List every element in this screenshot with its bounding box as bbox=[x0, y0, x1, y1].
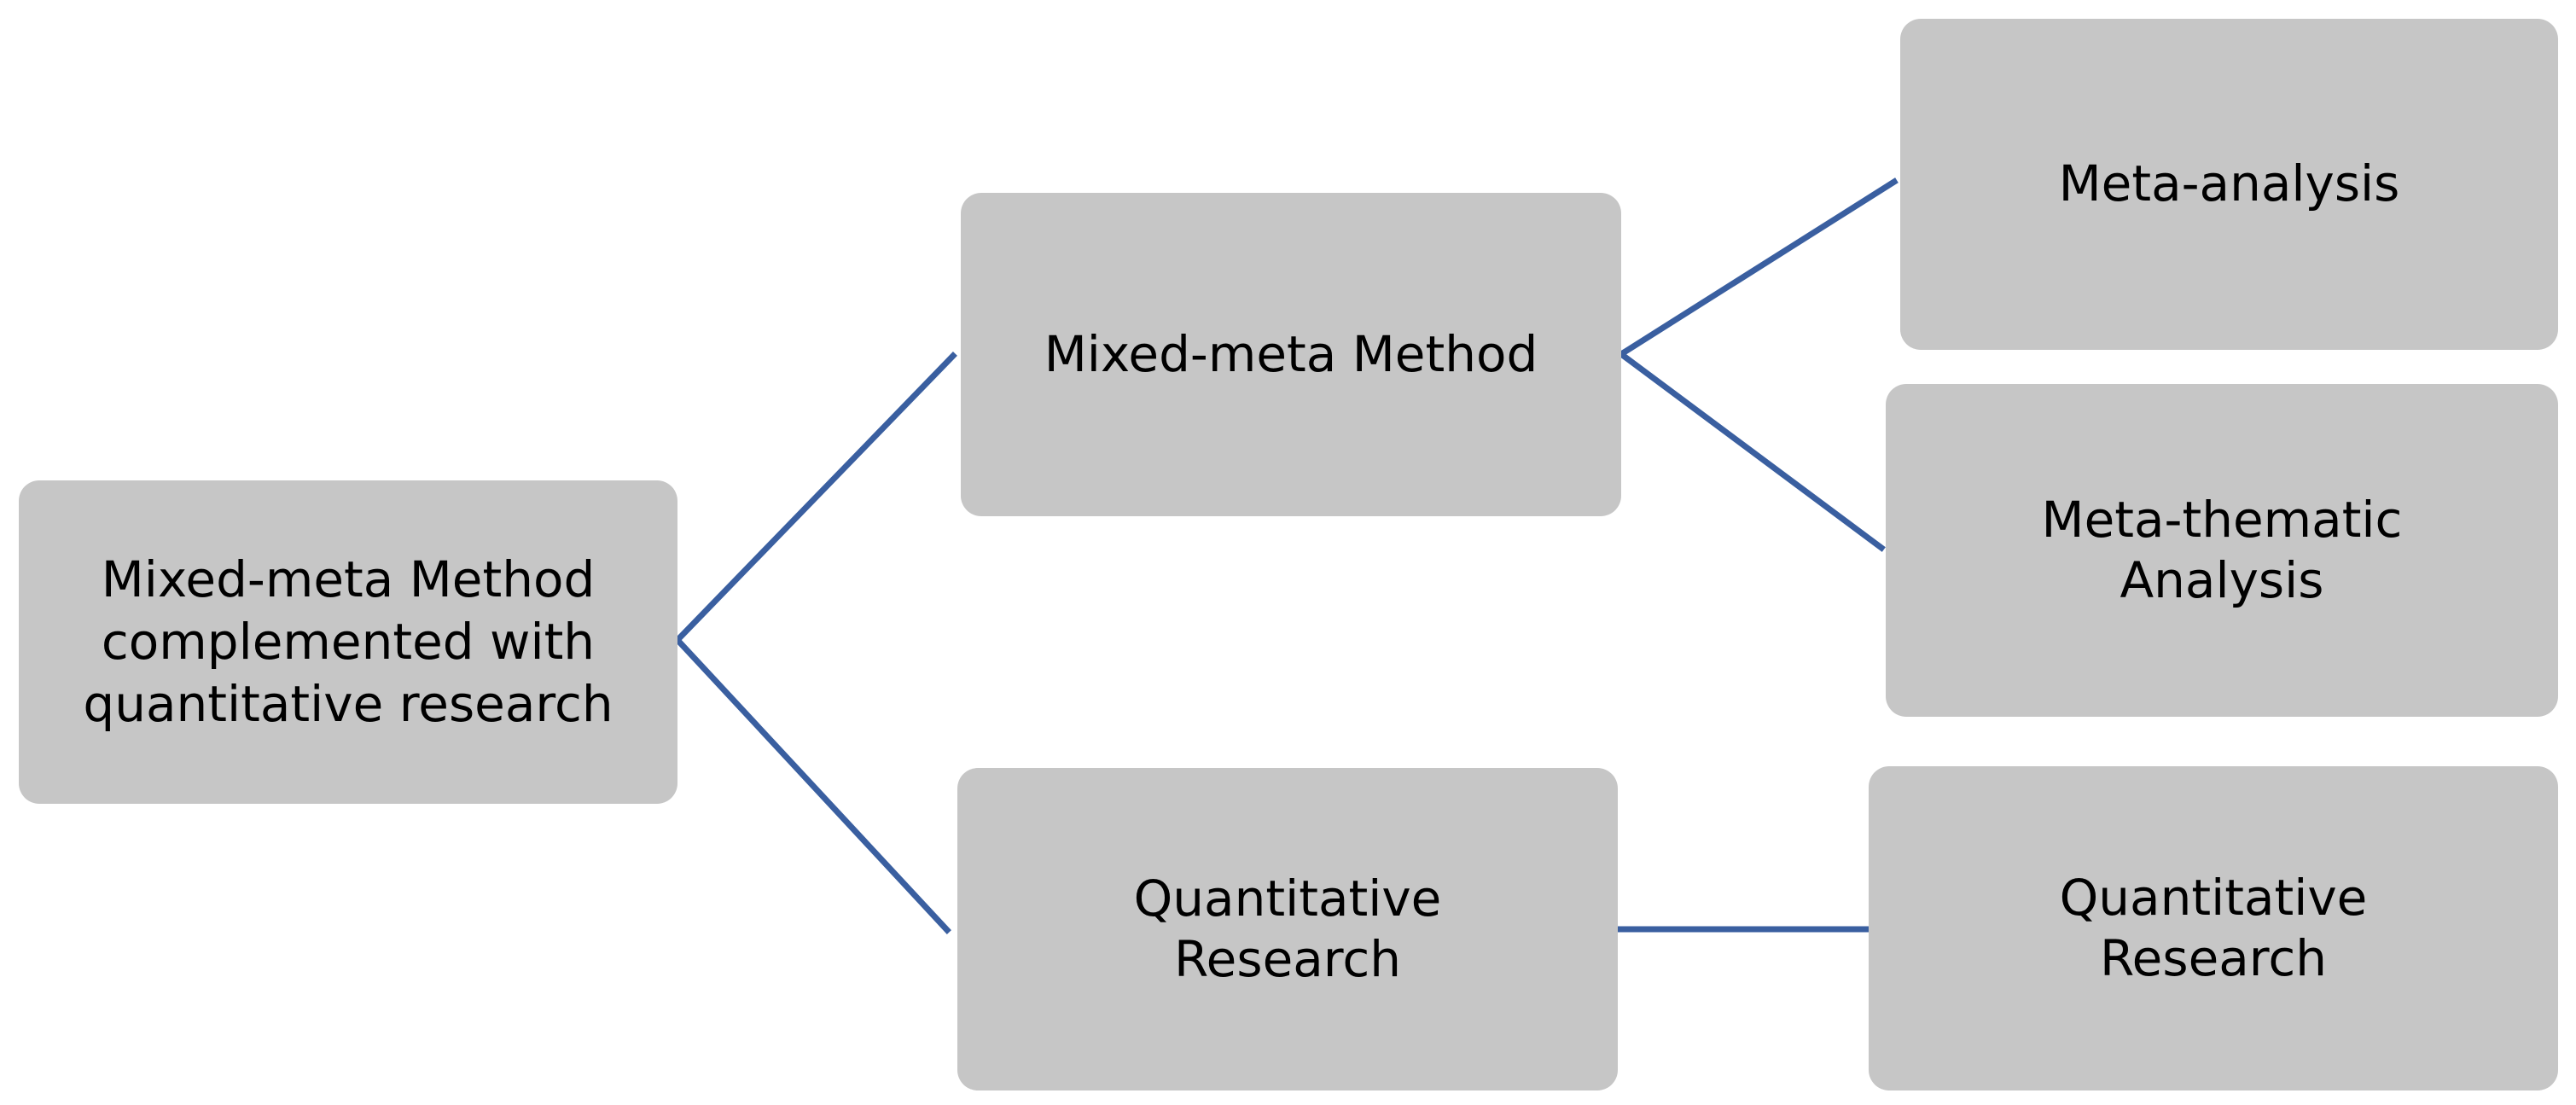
node-mixed-meta-method[interactable]: Mixed-meta Method bbox=[961, 193, 1621, 516]
node-root-mixed-meta-method-complemented[interactable]: Mixed-meta Method complemented with quan… bbox=[19, 480, 677, 804]
connector-mixed-meta-method-to-meta-thematic-analysis bbox=[1617, 350, 1886, 552]
node-quantitative-research-right[interactable]: Quantitative Research bbox=[1869, 766, 2558, 1090]
connector-root-to-quantitative-research bbox=[673, 636, 951, 934]
node-meta-analysis[interactable]: Meta-analysis bbox=[1900, 19, 2558, 350]
connector-root-to-mixed-meta-method bbox=[673, 352, 957, 644]
node-quantitative-research-middle[interactable]: Quantitative Research bbox=[957, 768, 1618, 1090]
node-meta-thematic-analysis[interactable]: Meta-thematic Analysis bbox=[1886, 384, 2558, 717]
connector-mixed-meta-method-to-meta-analysis bbox=[1617, 177, 1899, 358]
